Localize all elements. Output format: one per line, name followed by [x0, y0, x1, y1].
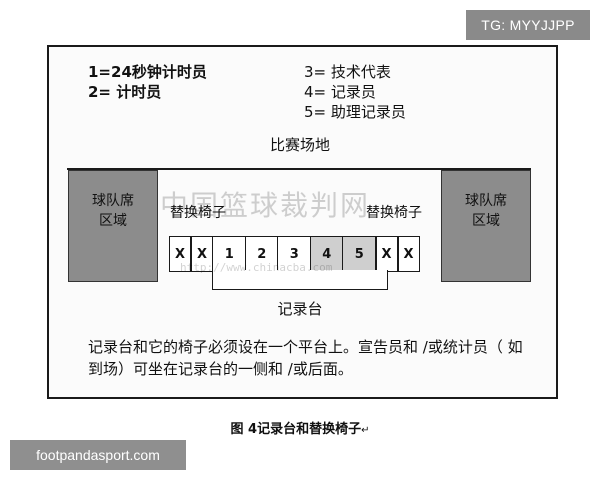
scorer-table-label: 记录台	[277, 300, 323, 318]
url-watermark: http://www.chinacba.com	[180, 261, 333, 274]
figure-caption: 图 4记录台和替换椅子↵	[0, 418, 600, 437]
legend-item-4: 4= 记录员	[304, 83, 376, 101]
official-seat-3: 3	[277, 236, 312, 272]
legend-item-3: 3= 技术代表	[304, 63, 391, 81]
rule-description: 记录台和它的椅子必须设在一个平台上。宣告员和 /或统计员（ 如到场）可坐在记录台…	[88, 338, 523, 378]
scorer-table	[212, 270, 388, 290]
bench-right-line-2: 区域	[472, 213, 500, 229]
bench-right-line-1: 球队席	[465, 193, 507, 209]
legend-item-1: 1=24秒钟计时员	[88, 63, 207, 81]
substitute-chairs-label-right: 替换椅子	[366, 205, 422, 221]
telegram-tag-badge: TG: MYYJJPP	[466, 10, 590, 40]
legend-right: 3= 技术代表 4= 记录员 5= 助理记录员	[304, 62, 406, 122]
site-watermark-badge: footpandasport.com	[10, 440, 186, 470]
legend-item-2: 2= 计时员	[88, 83, 162, 101]
team-bench-right: 球队席 区域	[441, 170, 531, 282]
substitute-chair: X	[375, 236, 398, 272]
paragraph-mark: ↵	[361, 425, 370, 436]
official-seat-5: 5	[342, 236, 377, 272]
chinese-watermark: 中国篮球裁判网	[160, 189, 371, 222]
caption-text: 图 4记录台和替换椅子	[230, 422, 362, 437]
official-seat-4: 4	[309, 236, 344, 272]
court-sideline	[67, 168, 531, 170]
team-bench-left: 球队席 区域	[68, 170, 158, 282]
substitute-chair: X	[169, 236, 191, 272]
bench-left-line-2: 区域	[99, 213, 127, 229]
substitute-chair: X	[397, 236, 420, 272]
legend-item-5: 5= 助理记录员	[304, 103, 406, 121]
bench-left-line-1: 球队席	[92, 193, 134, 209]
court-label: 比赛场地	[269, 136, 330, 154]
substitute-chairs-label-left: 替换椅子	[170, 205, 226, 221]
legend-left: 1=24秒钟计时员 2= 计时员	[88, 62, 207, 102]
